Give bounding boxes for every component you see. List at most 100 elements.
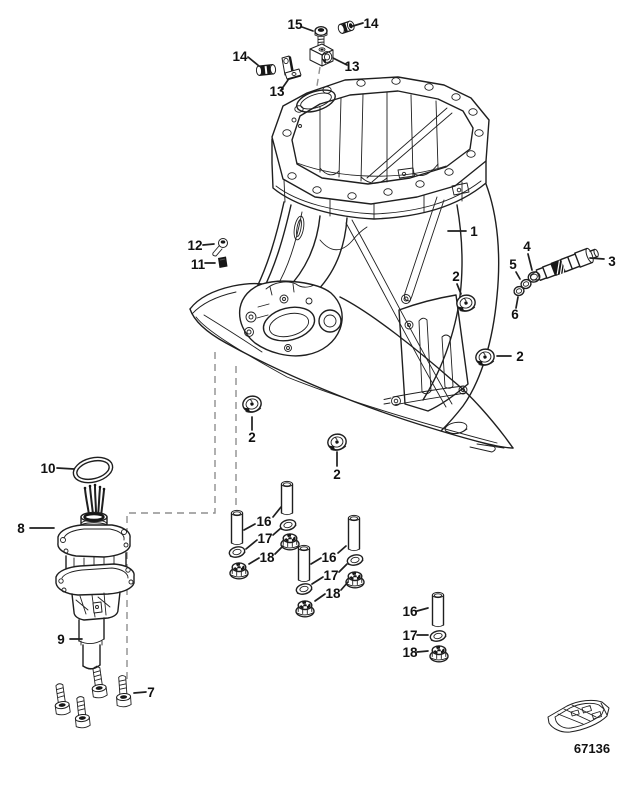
leader-line bbox=[245, 539, 258, 550]
screw-part-12 bbox=[212, 238, 228, 257]
leader-line bbox=[301, 26, 314, 32]
plug bbox=[475, 348, 495, 366]
locknut bbox=[280, 533, 300, 551]
leader-line bbox=[243, 523, 256, 531]
screw-part-15 bbox=[314, 25, 328, 49]
assembly-dashed-lines bbox=[126, 66, 321, 680]
screw-7-target bbox=[116, 675, 132, 708]
housing-lower-strut bbox=[383, 385, 468, 435]
leader-line bbox=[314, 593, 326, 602]
leader-line bbox=[272, 527, 282, 536]
mounting-screws-part-7 bbox=[54, 666, 132, 729]
seal-rings-4-5-6 bbox=[513, 271, 541, 297]
drawing-number: 67136 bbox=[574, 741, 610, 756]
anode-block-part-13-right bbox=[309, 43, 334, 67]
callout-2: 2 bbox=[333, 467, 341, 482]
bracket-part-13-left bbox=[281, 55, 302, 81]
washer bbox=[429, 630, 447, 642]
callout-3: 3 bbox=[608, 254, 616, 269]
locknut bbox=[295, 600, 315, 618]
gearcase-front bbox=[238, 280, 343, 357]
leader-line bbox=[247, 56, 260, 67]
callout-2: 2 bbox=[248, 430, 256, 445]
leader-line bbox=[416, 607, 429, 612]
dashed-line-anode-screw bbox=[315, 66, 321, 93]
leader-line bbox=[340, 581, 349, 591]
driveshaft-housing-part bbox=[189, 76, 514, 453]
callout-2: 2 bbox=[516, 349, 524, 364]
callout-13: 13 bbox=[269, 84, 285, 99]
stud bbox=[230, 509, 244, 546]
callout-7: 7 bbox=[147, 685, 155, 700]
leader-line bbox=[272, 506, 282, 518]
flange-bolt-holes bbox=[282, 77, 484, 200]
plug bbox=[327, 433, 347, 451]
leader-line bbox=[332, 57, 348, 66]
leader-line bbox=[589, 257, 605, 260]
leader-line bbox=[310, 557, 322, 565]
actuator-motor-body bbox=[55, 511, 135, 621]
oring-part-4 bbox=[527, 271, 541, 283]
locknut bbox=[229, 562, 249, 580]
callout-5: 5 bbox=[509, 257, 517, 272]
washer bbox=[228, 546, 246, 558]
plug-parts-2 bbox=[242, 294, 495, 451]
plug bbox=[242, 395, 262, 413]
callout-16: 16 bbox=[321, 550, 337, 565]
shift-actuator-assembly bbox=[55, 456, 135, 670]
callout-1: 1 bbox=[470, 224, 478, 239]
leader-line bbox=[338, 563, 348, 573]
callout-leader-lines bbox=[29, 22, 605, 694]
callout-9: 9 bbox=[57, 632, 65, 647]
plug bbox=[456, 294, 476, 312]
callout-11: 11 bbox=[191, 257, 206, 272]
callout-6: 6 bbox=[511, 307, 519, 322]
callout-16: 16 bbox=[256, 514, 272, 529]
callout-2: 2 bbox=[452, 269, 460, 284]
callout-17: 17 bbox=[257, 531, 272, 546]
boat-hull-icon bbox=[547, 699, 610, 733]
screw bbox=[54, 683, 71, 716]
stud bbox=[431, 591, 445, 628]
anti-ventilation-plate bbox=[189, 282, 514, 453]
leader-line bbox=[337, 545, 347, 554]
fitting-part-14-right bbox=[337, 20, 355, 34]
locknut bbox=[345, 571, 365, 589]
callout-8: 8 bbox=[17, 521, 25, 536]
stud bbox=[280, 480, 294, 516]
callout-18: 18 bbox=[402, 645, 418, 660]
callout-14: 14 bbox=[232, 49, 248, 64]
leader-line bbox=[133, 691, 147, 694]
leader-line bbox=[248, 557, 260, 565]
callout-17: 17 bbox=[323, 568, 338, 583]
housing-side-panel bbox=[398, 294, 469, 412]
callout-18: 18 bbox=[325, 586, 341, 601]
washer bbox=[346, 554, 364, 566]
leader-line bbox=[56, 467, 75, 470]
ring-part-5 bbox=[520, 278, 532, 290]
leader-line bbox=[456, 283, 462, 295]
ring-part-6 bbox=[513, 285, 525, 297]
leader-line bbox=[280, 79, 289, 91]
callout-18: 18 bbox=[259, 550, 275, 565]
leader-line bbox=[202, 243, 215, 246]
leader-line bbox=[416, 650, 429, 653]
callout-14: 14 bbox=[363, 16, 379, 31]
callout-labels: 1 2 2 2 2 3 4 5 6 7 8 9 10 11 12 13 13 1… bbox=[17, 16, 616, 700]
locknut bbox=[429, 645, 449, 663]
anode-part-11 bbox=[218, 256, 228, 268]
washer bbox=[295, 583, 313, 595]
leader-line bbox=[311, 576, 324, 585]
callout-12: 12 bbox=[187, 238, 202, 253]
stud-parts-16 bbox=[230, 480, 445, 628]
dashed-line-actuator-path bbox=[126, 352, 216, 680]
leader-line bbox=[527, 253, 533, 271]
callout-16: 16 bbox=[402, 604, 418, 619]
stud bbox=[297, 544, 311, 583]
screw bbox=[91, 666, 108, 699]
leader-line bbox=[515, 296, 519, 309]
housing-top-flange bbox=[271, 76, 490, 220]
washer-parts-17 bbox=[228, 519, 447, 642]
